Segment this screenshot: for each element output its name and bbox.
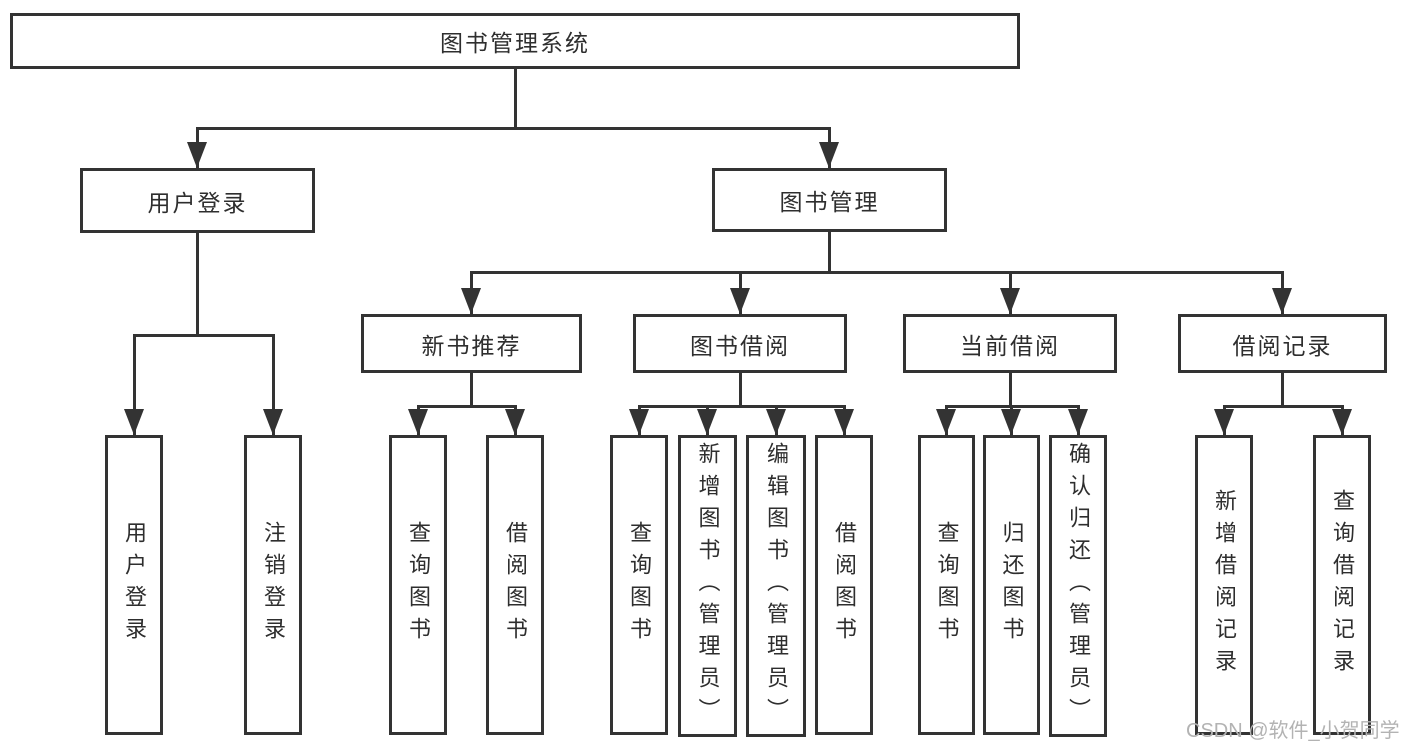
connector-line [739, 373, 742, 408]
arrow-down-icon [505, 409, 525, 435]
arrow-down-icon [124, 409, 144, 435]
connector-line [272, 334, 275, 435]
csdn-watermark: CSDN @软件_小贺同学 [1186, 720, 1400, 742]
connector-line [470, 271, 1283, 274]
connector-line [638, 405, 846, 408]
connector-line [196, 233, 199, 337]
arrow-down-icon [1272, 288, 1292, 314]
node-leaf-confirm-return-admin: 确认归还（管理员） [1049, 435, 1107, 737]
node-leaf-query-borrow-record: 查询借阅记录 [1313, 435, 1371, 735]
connector-line [1223, 405, 1344, 408]
arrow-down-icon [1000, 288, 1020, 314]
node-leaf-query-books-2: 查询图书 [610, 435, 668, 735]
arrow-down-icon [697, 409, 717, 435]
node-borrowing-records: 借阅记录 [1178, 314, 1387, 373]
node-current-borrowing: 当前借阅 [903, 314, 1117, 373]
arrow-down-icon [629, 409, 649, 435]
connector-line [514, 69, 517, 129]
connector-line [417, 405, 517, 408]
node-leaf-edit-books-admin: 编辑图书（管理员） [746, 435, 806, 737]
node-leaf-borrow-books-1: 借阅图书 [486, 435, 544, 735]
arrow-down-icon [187, 142, 207, 168]
arrow-down-icon [263, 409, 283, 435]
arrow-down-icon [408, 409, 428, 435]
connector-line [470, 373, 473, 408]
node-leaf-logout: 注销登录 [244, 435, 302, 735]
arrow-down-icon [766, 409, 786, 435]
connector-line [1281, 373, 1284, 408]
node-book-management: 图书管理 [712, 168, 947, 232]
node-library-management-system: 图书管理系统 [10, 13, 1020, 69]
arrow-down-icon [1068, 409, 1088, 435]
arrow-down-icon [1332, 409, 1352, 435]
node-book-borrowing: 图书借阅 [633, 314, 847, 373]
connector-line [196, 127, 831, 130]
node-leaf-return-books: 归还图书 [983, 435, 1040, 735]
arrow-down-icon [1001, 409, 1021, 435]
connector-line [828, 232, 831, 274]
node-leaf-add-borrow-record: 新增借阅记录 [1195, 435, 1253, 735]
node-leaf-add-books-admin: 新增图书（管理员） [678, 435, 737, 737]
connector-line [133, 334, 274, 337]
connector-line [1009, 373, 1012, 408]
node-leaf-borrow-books-2: 借阅图书 [815, 435, 873, 735]
node-leaf-query-books-1: 查询图书 [389, 435, 447, 735]
arrow-down-icon [1214, 409, 1234, 435]
node-leaf-user-login: 用户登录 [105, 435, 163, 735]
node-user-login: 用户登录 [80, 168, 315, 233]
arrow-down-icon [819, 142, 839, 168]
node-leaf-query-books-3: 查询图书 [918, 435, 975, 735]
arrow-down-icon [936, 409, 956, 435]
arrow-down-icon [834, 409, 854, 435]
arrow-down-icon [730, 288, 750, 314]
node-new-book-recommendation: 新书推荐 [361, 314, 582, 373]
connector-line [133, 334, 136, 435]
arrow-down-icon [461, 288, 481, 314]
